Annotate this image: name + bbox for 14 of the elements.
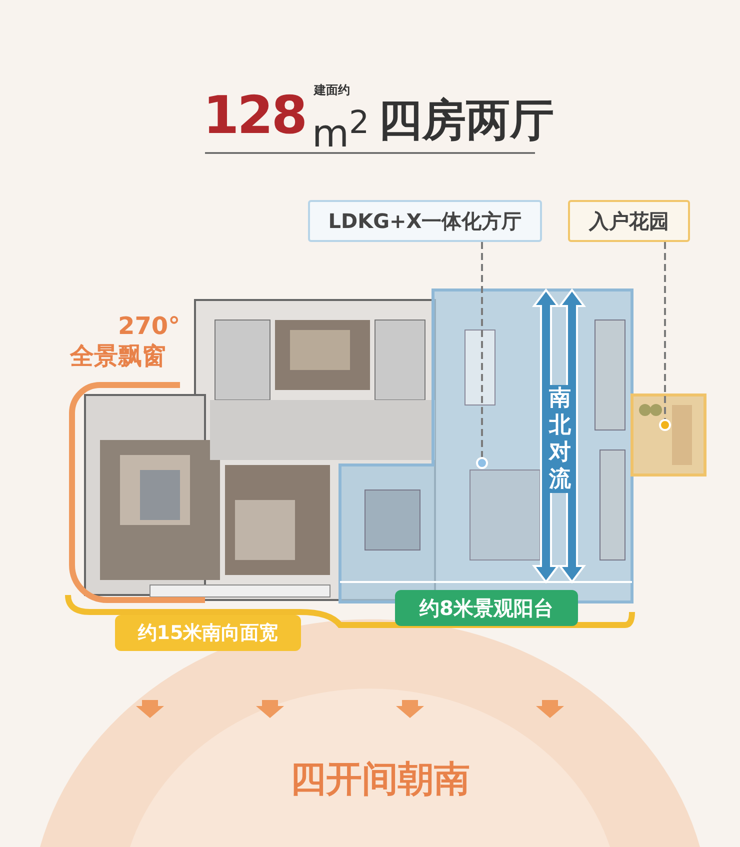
leader-line <box>664 242 666 419</box>
callout-box: 入户花园 <box>568 200 690 242</box>
area-number: 128 <box>203 86 306 146</box>
title: 四房两厅 <box>378 94 554 148</box>
bay-window-label: 270° <box>118 312 180 340</box>
frontage-badge: 约15米南向面宽 <box>115 615 301 651</box>
orientation-label: 四开间朝南 <box>289 758 471 802</box>
area-unit: m$^{2}$ <box>312 104 370 157</box>
airflow-label: 南北对流 <box>547 385 573 493</box>
balcony-badge: 约8米景观阳台 <box>395 590 578 626</box>
bay-window-label: 全景飘窗 <box>70 341 166 372</box>
area-note: 建面约 <box>314 82 350 99</box>
callout-box: LDKG+X一体化方厅 <box>308 200 542 242</box>
leader-line <box>481 242 483 457</box>
